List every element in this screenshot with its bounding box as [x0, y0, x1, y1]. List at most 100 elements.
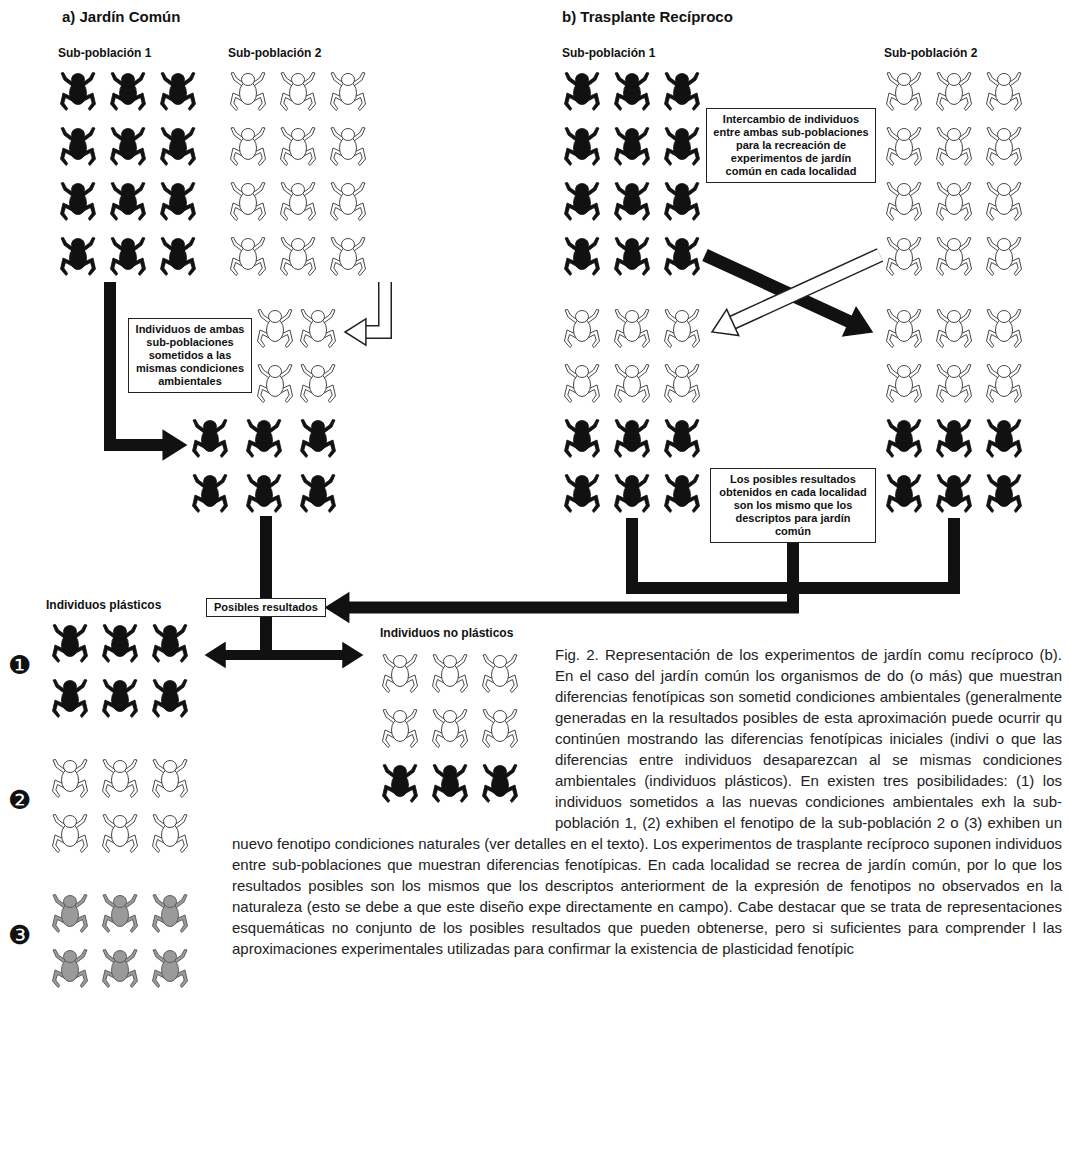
frog-group — [53, 760, 188, 853]
frog-figure — [665, 238, 700, 276]
callout-number: ❷ — [8, 785, 31, 815]
frog-figure — [483, 765, 518, 803]
frog-group — [53, 625, 188, 718]
callout-number: ❸ — [8, 920, 31, 950]
description-box: Intercambio de individuos entre ambas su… — [706, 108, 876, 183]
frog-figure — [383, 710, 418, 748]
frog-figure — [615, 128, 650, 166]
frog-figure — [987, 73, 1022, 111]
box-text: Posibles resultados — [214, 601, 318, 614]
frog-group — [231, 73, 366, 276]
group-label-holder: Sub-población 2 — [884, 46, 977, 60]
panel-title: b) Trasplante Recíproco — [562, 8, 733, 25]
frog-figure — [565, 183, 600, 221]
frog-figure — [153, 815, 188, 853]
frog-figure — [231, 238, 266, 276]
frog-figure — [103, 625, 138, 663]
frog-figure — [281, 183, 316, 221]
frog-figure — [615, 310, 650, 348]
frog-figure — [103, 815, 138, 853]
frog-figure — [483, 710, 518, 748]
frog-figure — [565, 420, 600, 458]
result-label-holder: Individuos plásticos — [46, 598, 161, 612]
frog-figure — [987, 238, 1022, 276]
frog-figure — [887, 73, 922, 111]
frog-figure — [331, 73, 366, 111]
frog-figure — [887, 183, 922, 221]
group-label: Sub-población 2 — [884, 46, 977, 60]
frog-figure — [665, 310, 700, 348]
frog-figure — [153, 950, 188, 988]
merge-arrow — [345, 282, 385, 345]
caption-indent — [232, 644, 555, 820]
frog-figure — [937, 73, 972, 111]
frog-figure — [258, 310, 293, 348]
frog-figure — [61, 238, 96, 276]
panel-title: a) Jardín Común — [62, 8, 180, 25]
group-label: Sub-población 1 — [562, 46, 655, 60]
frog-figure — [161, 238, 196, 276]
split-arrow — [266, 643, 362, 667]
box-text: Individuos de ambas sub-poblaciones some… — [135, 323, 245, 388]
panel-title-holder: a) Jardín Común — [62, 8, 180, 25]
frog-figure — [53, 950, 88, 988]
result-box: Posibles resultados — [206, 598, 326, 617]
frog-group — [565, 73, 700, 276]
frog-figure — [161, 73, 196, 111]
frog-figure — [53, 760, 88, 798]
frog-group — [887, 73, 1022, 276]
frog-figure — [331, 183, 366, 221]
group-label-holder: Sub-población 1 — [58, 46, 151, 60]
frog-figure — [231, 183, 266, 221]
frog-figure — [565, 73, 600, 111]
group-label-holder: Sub-población 2 — [228, 46, 321, 60]
frog-figure — [53, 895, 88, 933]
frog-figure — [665, 128, 700, 166]
frog-figure — [61, 128, 96, 166]
frog-figure — [301, 420, 336, 458]
frog-figure — [615, 365, 650, 403]
split-arrow — [206, 643, 266, 667]
frog-group — [887, 310, 1022, 513]
frog-figure — [565, 238, 600, 276]
frog-figure — [937, 420, 972, 458]
frog-figure — [887, 420, 922, 458]
frog-figure — [665, 365, 700, 403]
frog-figure — [153, 625, 188, 663]
frog-figure — [433, 710, 468, 748]
frog-figure — [887, 128, 922, 166]
frog-figure — [111, 73, 146, 111]
group-label-holder: Sub-población 1 — [562, 46, 655, 60]
frog-figure — [383, 765, 418, 803]
frog-figure — [161, 128, 196, 166]
frog-figure — [61, 183, 96, 221]
frog-figure — [665, 420, 700, 458]
frog-figure — [231, 73, 266, 111]
frog-figure — [565, 475, 600, 513]
frog-figure — [281, 238, 316, 276]
result-label: Individuos no plásticos — [380, 626, 513, 640]
frog-figure — [565, 310, 600, 348]
frog-figure — [987, 365, 1022, 403]
frog-figure — [937, 475, 972, 513]
frog-figure — [281, 128, 316, 166]
frog-figure — [483, 655, 518, 693]
frog-figure — [111, 128, 146, 166]
frog-figure — [565, 365, 600, 403]
frog-group — [383, 655, 518, 803]
frog-figure — [987, 128, 1022, 166]
frog-figure — [433, 655, 468, 693]
frog-figure — [937, 365, 972, 403]
callout-number-holder: ❷ — [8, 785, 31, 815]
frog-figure — [987, 310, 1022, 348]
frog-group — [61, 73, 196, 276]
frog-figure — [615, 183, 650, 221]
frog-figure — [161, 183, 196, 221]
description-box: Los posibles resultados obtenidos en cad… — [710, 468, 876, 543]
frog-figure — [331, 128, 366, 166]
frog-figure — [247, 420, 282, 458]
frog-figure — [937, 310, 972, 348]
frog-figure — [615, 420, 650, 458]
